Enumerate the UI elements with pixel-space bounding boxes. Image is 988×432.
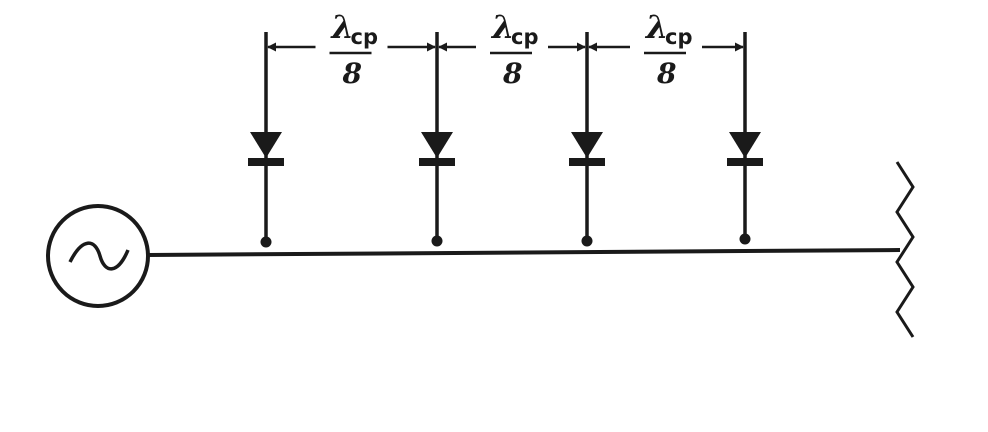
- diode-bar: [569, 158, 605, 166]
- spacing-label: λср 8: [490, 8, 538, 90]
- diode-icon: [569, 132, 605, 166]
- sine-wave-icon: [68, 241, 130, 271]
- lambda-subscript: ср: [511, 25, 538, 49]
- diode-icon: [727, 132, 763, 166]
- diode-triangle: [571, 132, 603, 158]
- diode-bar: [727, 158, 763, 166]
- diode-branch: [419, 32, 455, 247]
- diode-branches: [248, 32, 763, 248]
- diode-branch: [727, 32, 763, 245]
- lambda-symbol: λ: [644, 8, 668, 46]
- diode-triangle: [729, 132, 761, 158]
- diode-bar: [248, 158, 284, 166]
- diode-triangle: [421, 132, 453, 158]
- ac-source-icon: [46, 204, 150, 308]
- wavy-termination-icon: [895, 161, 915, 338]
- junction-dot: [431, 235, 443, 247]
- diode-icon: [248, 132, 284, 166]
- junction-dot: [581, 235, 593, 247]
- diode-bar: [419, 158, 455, 166]
- lambda-symbol: λ: [330, 8, 354, 46]
- fraction-denominator: 8: [656, 57, 676, 90]
- spacing-label: λср 8: [329, 8, 378, 90]
- lambda-symbol: λ: [490, 8, 514, 46]
- fraction-denominator: 8: [342, 57, 362, 90]
- diode-branch: [569, 32, 605, 247]
- junction-dot: [739, 233, 751, 245]
- fraction-denominator: 8: [502, 57, 522, 90]
- spacing-label: λср 8: [644, 8, 692, 90]
- lambda-subscript: ср: [351, 25, 378, 49]
- diode-icon: [419, 132, 455, 166]
- lambda-subscript: ср: [665, 25, 692, 49]
- main-line: [147, 248, 901, 257]
- diode-triangle: [250, 132, 282, 158]
- diode-branch: [248, 32, 284, 248]
- junction-dot: [260, 236, 272, 248]
